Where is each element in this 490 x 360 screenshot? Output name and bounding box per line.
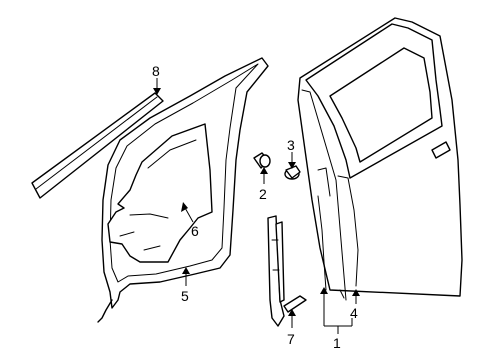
leader-3 — [288, 152, 296, 169]
callout-4: 4 — [350, 305, 358, 321]
callout-7: 7 — [287, 331, 295, 347]
door-check-link — [267, 215, 307, 327]
door-water-shield — [107, 123, 213, 263]
leader-5 — [182, 267, 190, 286]
leader-2 — [260, 167, 268, 184]
door-bumper — [284, 165, 301, 180]
rear-door-shell — [297, 17, 463, 301]
leader-8 — [153, 78, 161, 95]
leader-7 — [288, 309, 296, 328]
belt-molding-strip — [31, 92, 164, 199]
callout-1: 1 — [333, 335, 341, 351]
callout-8: 8 — [152, 63, 160, 79]
callout-3: 3 — [287, 137, 295, 153]
callout-6: 6 — [191, 223, 199, 239]
leader-1 — [320, 287, 353, 334]
callout-2: 2 — [259, 186, 267, 202]
leader-6 — [181, 202, 194, 223]
door-plug — [253, 152, 271, 169]
callout-5: 5 — [181, 288, 189, 304]
leader-4 — [352, 289, 360, 304]
